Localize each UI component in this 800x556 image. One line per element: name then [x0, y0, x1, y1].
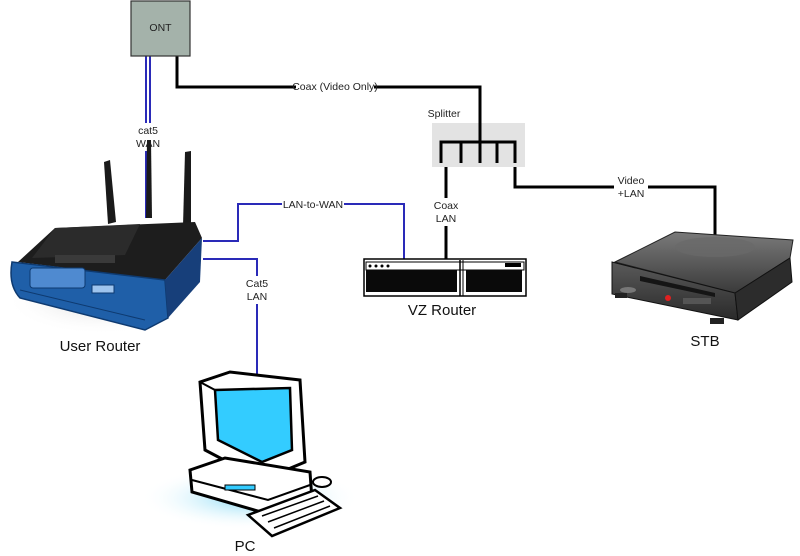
- lan-to-wan-cable: [203, 203, 405, 262]
- cat5-lan-cable: [203, 258, 258, 378]
- lan-to-wan-label: LAN-to-WAN: [283, 199, 343, 211]
- splitter-icon: Splitter: [428, 108, 525, 167]
- cables: [145, 56, 717, 378]
- stb-label: STB: [690, 333, 719, 350]
- rack-router-icon: [363, 258, 527, 297]
- splitter-label: Splitter: [428, 108, 461, 120]
- coax-lan-label-1: Coax: [434, 200, 459, 212]
- cat5-wan-label-1: cat5: [138, 125, 158, 137]
- cat5-lan-label-2: LAN: [247, 291, 267, 303]
- ont-label: ONT: [149, 22, 172, 34]
- wireless-router-icon: [5, 140, 202, 335]
- coax-lan-label-2: LAN: [436, 213, 456, 225]
- video-lan-label-1: Video: [618, 175, 645, 187]
- coax-video-label: Coax (Video Only): [292, 81, 378, 93]
- user-router-label: User Router: [60, 338, 141, 355]
- set-top-box-icon: [611, 231, 794, 324]
- desktop-pc-icon: [140, 370, 360, 538]
- vz-router-label: VZ Router: [408, 302, 476, 319]
- ont-device: ONT: [130, 0, 191, 57]
- cat5-lan-label-1: Cat5: [246, 278, 268, 290]
- pc-label: PC: [235, 538, 256, 555]
- video-lan-label-2: +LAN: [618, 188, 645, 200]
